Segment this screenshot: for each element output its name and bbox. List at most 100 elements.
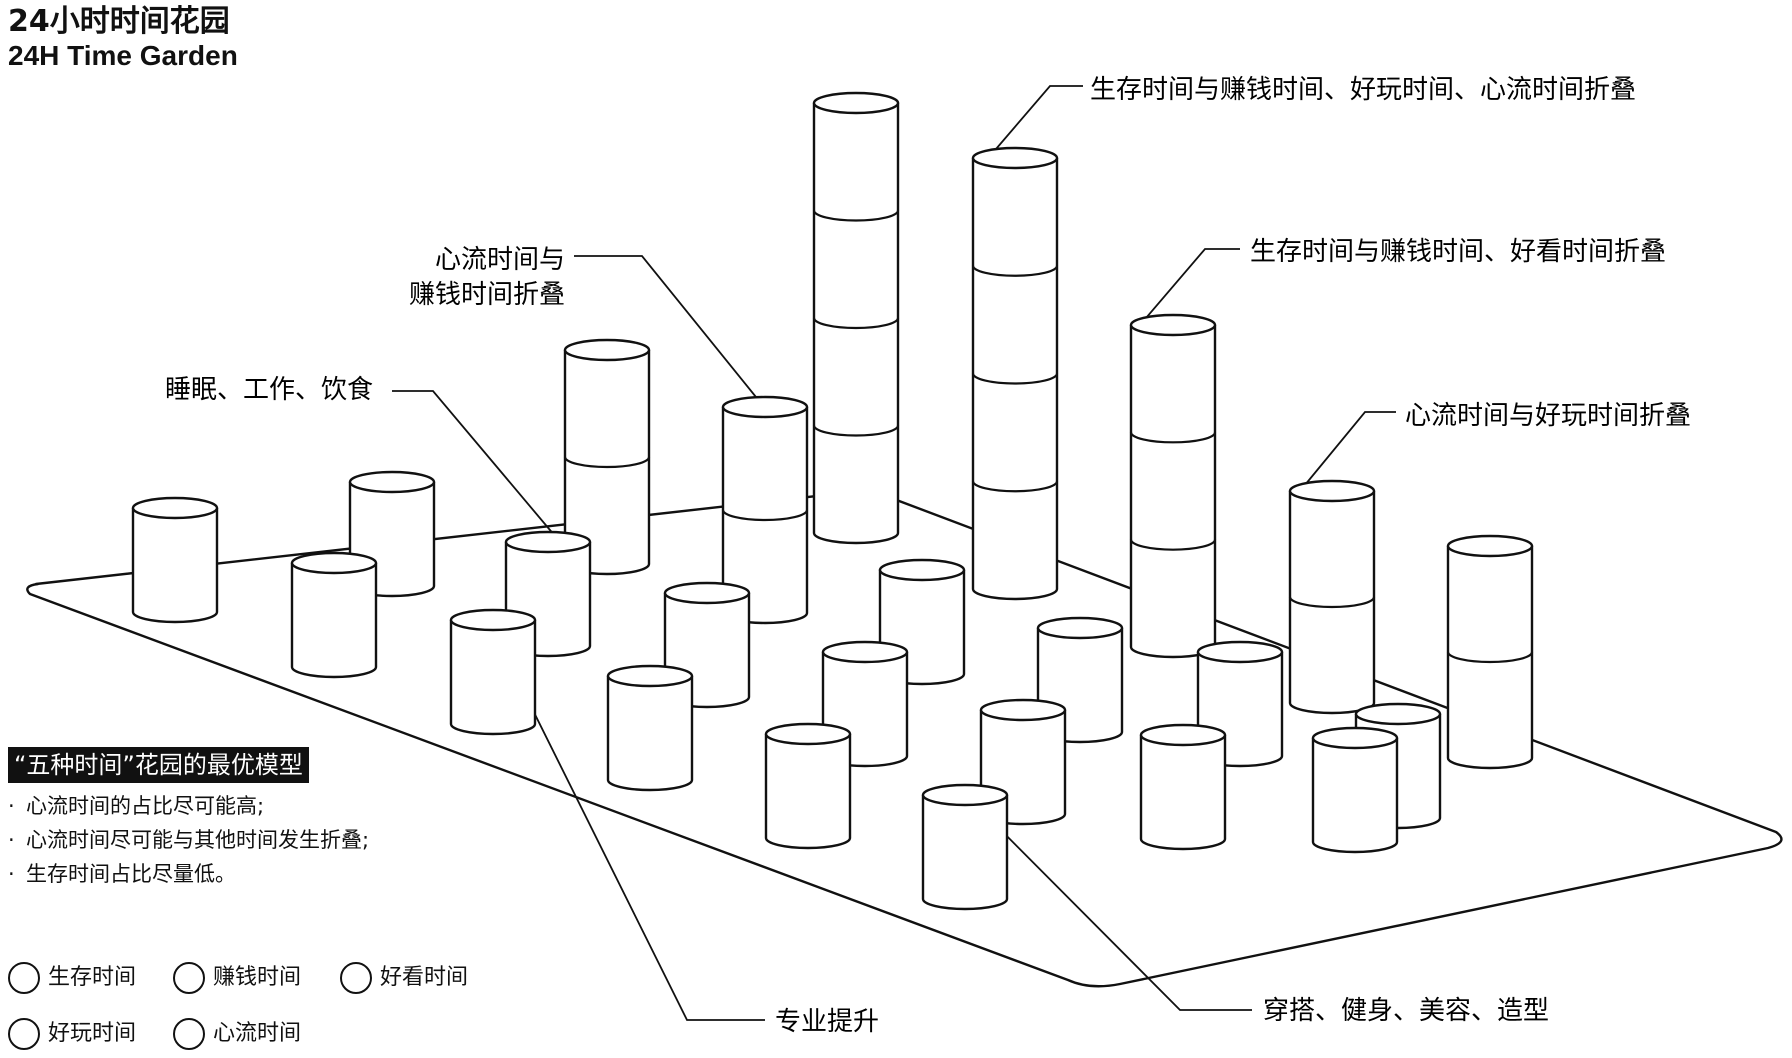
annotation-fold-flow-money-line2: 赚钱时间折叠 [409,280,565,310]
cylinder-top [563,338,651,362]
cylinder-top [131,496,219,520]
cylinder-segment-line [971,373,1059,385]
cylinder-segment-line [971,480,1059,493]
leader-line [574,255,761,403]
cylinder-top [764,722,852,746]
legend-item-play: 好玩时间 [8,1018,136,1050]
legend-circle-icon [173,1018,205,1050]
cylinder [1139,723,1227,851]
cylinder-top [1446,534,1534,558]
cylinder [764,722,852,850]
cylinder-segment-line [1288,596,1376,609]
cylinder [1129,313,1217,659]
cylinder-top [1311,726,1399,750]
cylinder-top [812,91,900,115]
annotation-fold-survival-money-play-flow: 生存时间与赚钱时间、好玩时间、心流时间折叠 [1090,75,1636,105]
cylinder [290,551,378,679]
model-bullet-text: 心流时间尽可能与其他时间发生折叠; [26,828,370,852]
legend-label: 好看时间 [380,965,469,990]
legend-circle-icon [8,962,40,994]
annotation-sleep-work-food: 睡眠、工作、饮食 [165,375,373,405]
annotation-leader-lines [392,85,1396,1021]
legend-label: 好玩时间 [48,1021,137,1046]
optimal-model-panel: “五种时间”花园的最优模型 ·心流时间的占比尽可能高; ·心流时间尽可能与其他时… [8,747,369,891]
cylinder-body [131,506,219,624]
cylinder-top [971,146,1059,170]
cylinder-top [1129,313,1217,337]
cylinder [449,608,537,736]
cylinder-segment-line [812,317,900,330]
model-bullet: · 心流时间的占比尽可能高; [8,789,369,823]
annotation-fold-flow-money-line1: 心流时间与 [435,245,565,275]
cylinder-top [606,664,694,688]
cylinder [1288,479,1376,715]
cylinder-top [721,395,809,419]
model-bullet-text: 生存时间占比尽量低。 [26,862,236,886]
cylinder [921,783,1009,911]
annotation-fold-flow-play: 心流时间与好玩时间折叠 [1405,401,1691,431]
cylinder-segment-line [1129,432,1217,444]
title-chinese: 24小时时间花园 [8,4,230,39]
cylinder-top [878,558,966,582]
cylinder-segment-line [971,265,1059,277]
cylinder-top [663,581,751,605]
cylinder-body [1446,544,1534,770]
cylinder [563,338,651,576]
cylinder-body [290,561,378,679]
legend-circle-icon [173,962,205,994]
bullet-dot: · [8,862,15,886]
cylinder-segment-line [1446,651,1534,664]
cylinder-top [290,551,378,575]
cylinder-body [449,618,537,736]
cylinder-top [504,530,592,554]
cylinder-body [921,793,1009,911]
cylinder [721,395,809,625]
model-bullet: ·心流时间尽可能与其他时间发生折叠; [8,823,369,857]
cylinder-top [1139,723,1227,747]
title-english: 24H Time Garden [8,40,238,71]
cylinder-body [1288,489,1376,715]
cylinder-body [764,732,852,850]
leader-line [1139,248,1240,326]
cylinder-top [1288,479,1376,503]
cylinder-segment-line [721,509,809,522]
cylinder-segment-line [812,210,900,222]
legend-circle-icon [340,962,372,994]
legend-circle-icon [8,1018,40,1050]
cylinder-body [1311,736,1399,854]
legend-item-flow: 心流时间 [173,1018,301,1050]
optimal-model-title: “五种时间”花园的最优模型 [8,747,309,783]
leader-line [965,794,1252,1011]
model-bullet-text: 心流时间的占比尽可能高; [26,794,265,818]
bullet-dot: · [8,794,15,818]
annotation-labels: 生存时间与赚钱时间、好玩时间、心流时间折叠 生存时间与赚钱时间、好看时间折叠 心… [165,75,1691,1037]
leader-line [1299,411,1396,492]
legend-item-money: 赚钱时间 [173,962,301,994]
cylinder [1311,726,1399,854]
cylinder-top [348,470,436,494]
cylinder-top [449,608,537,632]
legend-item-survival: 生存时间 [8,962,136,994]
cylinder-body [812,101,900,545]
legend-label: 心流时间 [213,1021,302,1046]
cylinder [1446,534,1534,770]
cylinder-body [1139,733,1227,851]
leader-line [392,390,556,537]
cylinder-top [821,640,909,664]
cylinder-top [1036,616,1124,640]
cylinder [131,496,219,624]
cylinder-segment-line [812,425,900,437]
cylinder-top [979,698,1067,722]
cylinder [606,664,694,792]
legend-label: 生存时间 [48,965,137,990]
page-title: 24小时时间花园 24H Time Garden [8,4,238,72]
annotation-fold-survival-money-looks: 生存时间与赚钱时间、好看时间折叠 [1250,237,1666,267]
leader-line [487,619,765,1021]
cylinder-body [606,674,694,792]
leader-line [989,85,1083,157]
annotation-professional-growth: 专业提升 [775,1007,879,1037]
annotation-styling-fitness-beauty: 穿搭、健身、美容、造型 [1263,996,1549,1026]
model-bullet: · 生存时间占比尽量低。 [8,857,369,891]
legend-item-looks: 好看时间 [340,962,468,994]
